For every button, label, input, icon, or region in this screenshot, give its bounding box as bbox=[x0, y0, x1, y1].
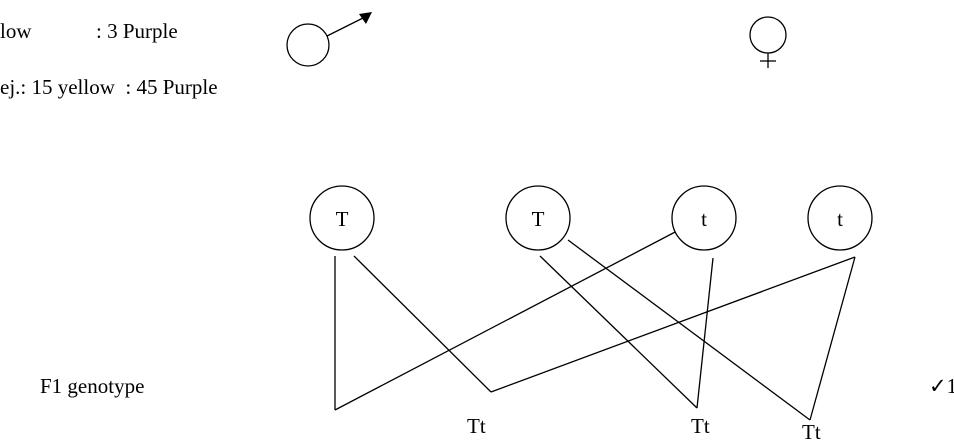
gamete-circle-1: T bbox=[309, 185, 375, 251]
ratio-line-1-label: low bbox=[0, 19, 32, 43]
offspring-genotype-2: Tt bbox=[691, 414, 710, 438]
offspring-genotype-3: Tt bbox=[802, 420, 821, 444]
gamete-circle-2: T bbox=[505, 185, 571, 251]
female-symbol-icon bbox=[749, 16, 787, 68]
gamete-label-2: T bbox=[532, 207, 545, 231]
gamete-circle-4: t bbox=[807, 185, 873, 251]
offspring-genotype-1: Tt bbox=[467, 414, 486, 438]
gamete-circle-3: t bbox=[671, 185, 737, 251]
f1-genotype-label: F1 genotype bbox=[40, 374, 144, 398]
gamete-label-1: T bbox=[336, 207, 349, 231]
male-symbol-icon bbox=[286, 12, 372, 67]
gamete-label-3: t bbox=[701, 207, 707, 231]
ratio-line-2: ej.: 15 yellow : 45 Purple bbox=[0, 75, 218, 99]
ratio-line-1-value: : 3 Purple bbox=[96, 19, 178, 43]
checkmark-icon: ✓1 bbox=[929, 374, 954, 398]
cross-lines bbox=[334, 229, 856, 421]
gamete-label-4: t bbox=[837, 207, 843, 231]
